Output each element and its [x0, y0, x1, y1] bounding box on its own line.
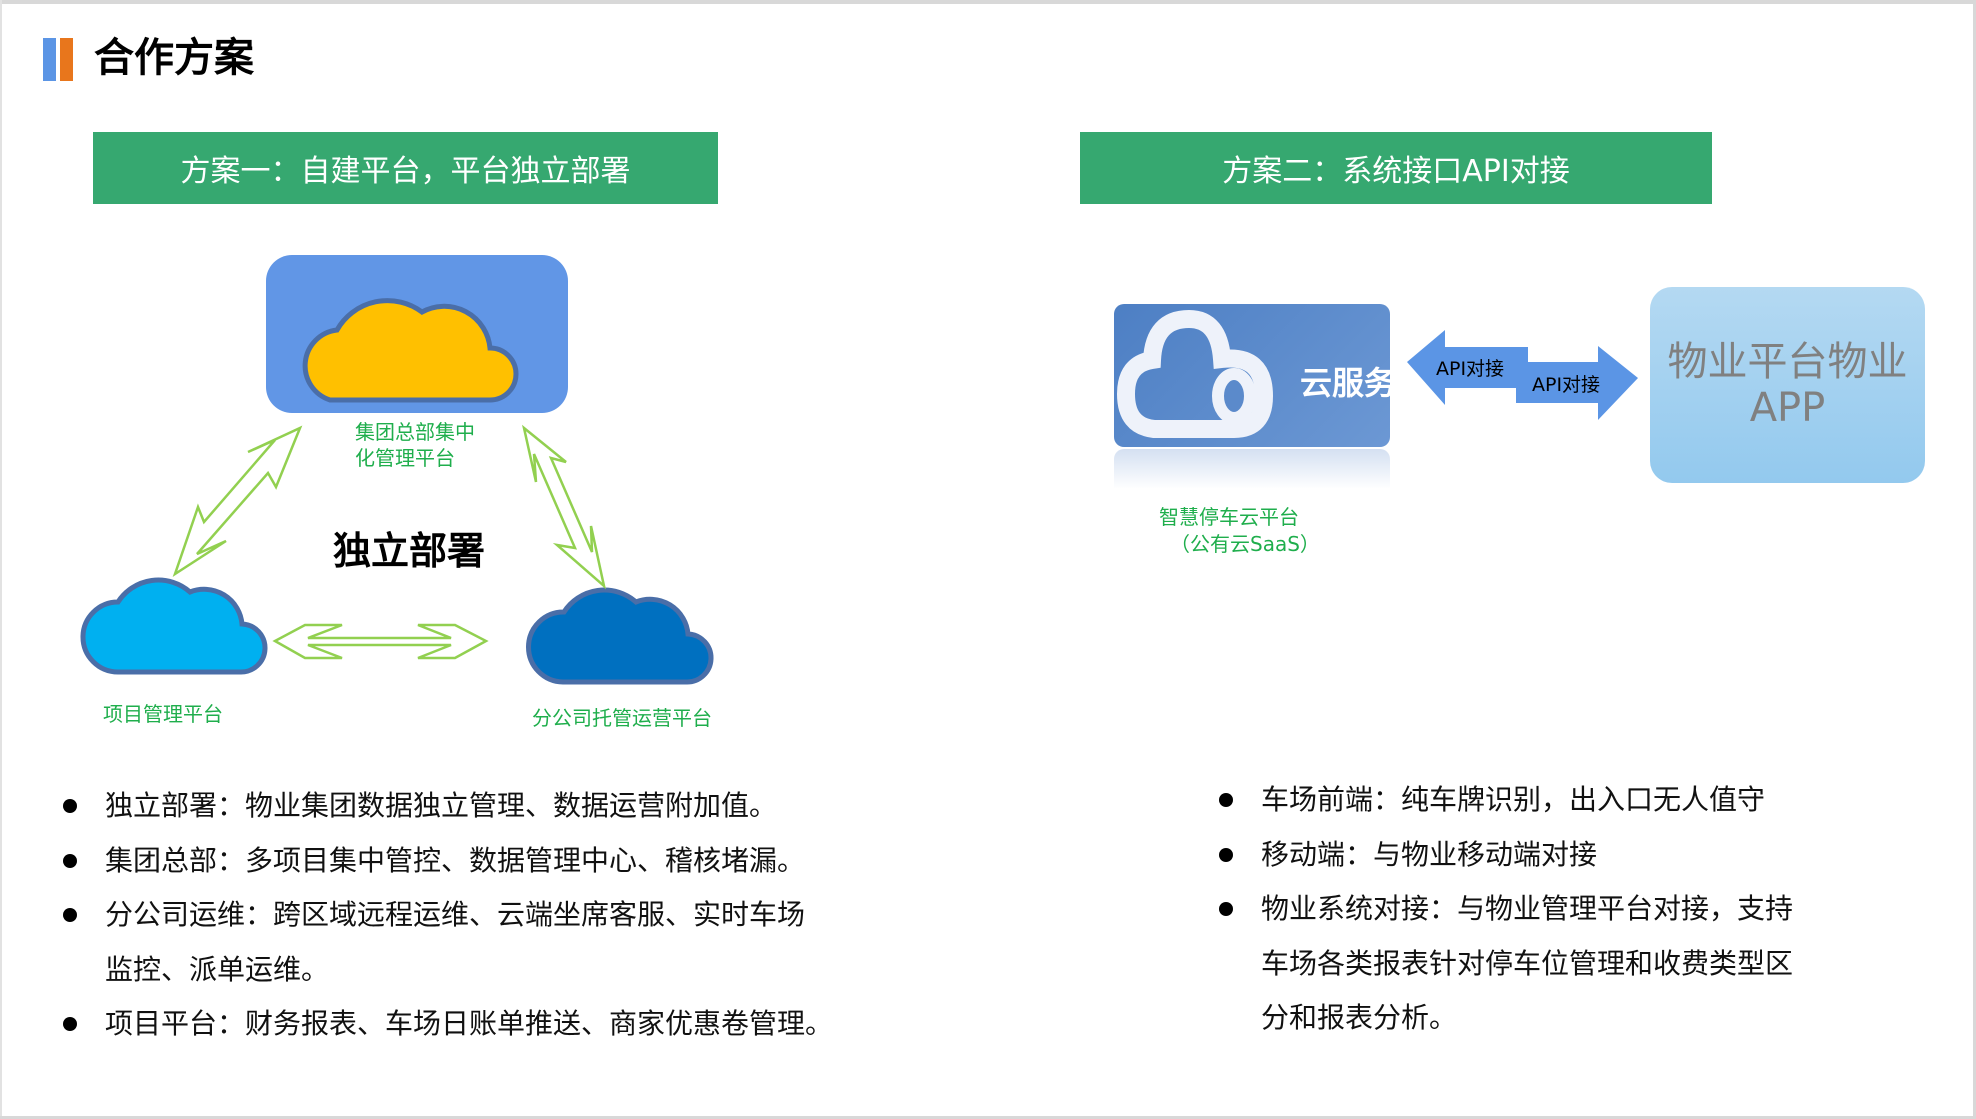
- bullet-dot: [63, 1017, 77, 1031]
- double-arrow-left-diagonal: [172, 425, 303, 578]
- list-item-continuation: 分和报表分析。: [1261, 1001, 1458, 1034]
- list-item: 车场前端：纯车牌识别，出入口无人值守: [1219, 773, 1881, 828]
- title-accent-orange: [60, 38, 73, 81]
- list-item: 集团总部：多项目集中管控、数据管理中心、稽核堵漏。: [63, 834, 905, 889]
- double-arrow-right-diagonal: [522, 424, 607, 590]
- plan1-bullets: 独立部署：物业集团数据独立管理、数据运营附加值。 集团总部：多项目集中管控、数据…: [63, 779, 905, 1052]
- hq-label-line1: 集团总部集中: [355, 420, 475, 444]
- branch-label: 分公司托管运营平台: [532, 706, 712, 730]
- list-item: 移动端：与物业移动端对接: [1219, 828, 1881, 883]
- bullet-dot: [63, 799, 77, 813]
- bullet-dot: [1219, 793, 1233, 807]
- left-border: [0, 0, 2, 1119]
- plan2-bullets: 车场前端：纯车牌识别，出入口无人值守 移动端：与物业移动端对接 物业系统对接：与…: [1219, 773, 1881, 1046]
- list-item-continuation: 监控、派单运维。: [105, 952, 330, 986]
- plan1-header: 方案一：自建平台，平台独立部署: [93, 132, 718, 204]
- bullet-dot: [1219, 902, 1233, 916]
- bullet-dot: [63, 853, 77, 868]
- project-cloud-icon: [80, 577, 268, 675]
- api-arrows: [1407, 330, 1638, 420]
- double-arrow-horizontal: [272, 623, 489, 660]
- list-item: 独立部署：物业集团数据独立管理、数据运营附加值。: [63, 779, 905, 834]
- page-title: 合作方案: [94, 35, 254, 81]
- app-label-line2: APP: [1749, 385, 1826, 431]
- list-item: 项目平台：财务报表、车场日账单推送、商家优惠卷管理。: [63, 997, 905, 1052]
- arrow-left-icon: [1407, 330, 1528, 405]
- title-accent-blue: [43, 38, 56, 81]
- api-left-label: API对接: [1436, 358, 1505, 380]
- right-border: [1973, 0, 1976, 1119]
- plan2-header: 方案二：系统接口API对接: [1080, 132, 1712, 204]
- platform-label-line2: （公有云SaaS）: [1170, 532, 1320, 556]
- plan1-diagram: [80, 255, 714, 685]
- center-label: 独立部署: [333, 529, 486, 573]
- property-app-box: 物业平台物业 APP: [1650, 287, 1925, 483]
- list-item-continuation: 车场各类报表针对停车位管理和收费类型区: [1261, 946, 1794, 980]
- hq-label-line2: 化管理平台: [355, 446, 455, 470]
- list-item: 物业系统对接：与物业管理平台对接，支持: [1219, 882, 1881, 937]
- list-item: 分公司运维：跨区域远程运维、云端坐席客服、实时车场: [63, 888, 905, 943]
- api-right-label: API对接: [1532, 374, 1601, 396]
- app-label-line1: 物业平台物业: [1667, 339, 1908, 385]
- hq-cloud-icon: [302, 298, 519, 403]
- cloud-service-label: 云服务: [1300, 364, 1397, 402]
- cloud-service-icon: [1116, 309, 1274, 438]
- platform-label-line1: 智慧停车云平台: [1159, 505, 1299, 529]
- top-border: [0, 0, 1976, 4]
- cloud-service-box: [1114, 304, 1390, 447]
- branch-cloud-icon: [526, 587, 714, 685]
- bullet-dot: [1219, 847, 1233, 862]
- project-label: 项目管理平台: [103, 702, 223, 726]
- bottom-border: [0, 1116, 1976, 1119]
- arrow-right-icon: [1516, 346, 1638, 420]
- bullet-dot: [63, 908, 77, 922]
- cloud-service-reflection: [1114, 449, 1390, 489]
